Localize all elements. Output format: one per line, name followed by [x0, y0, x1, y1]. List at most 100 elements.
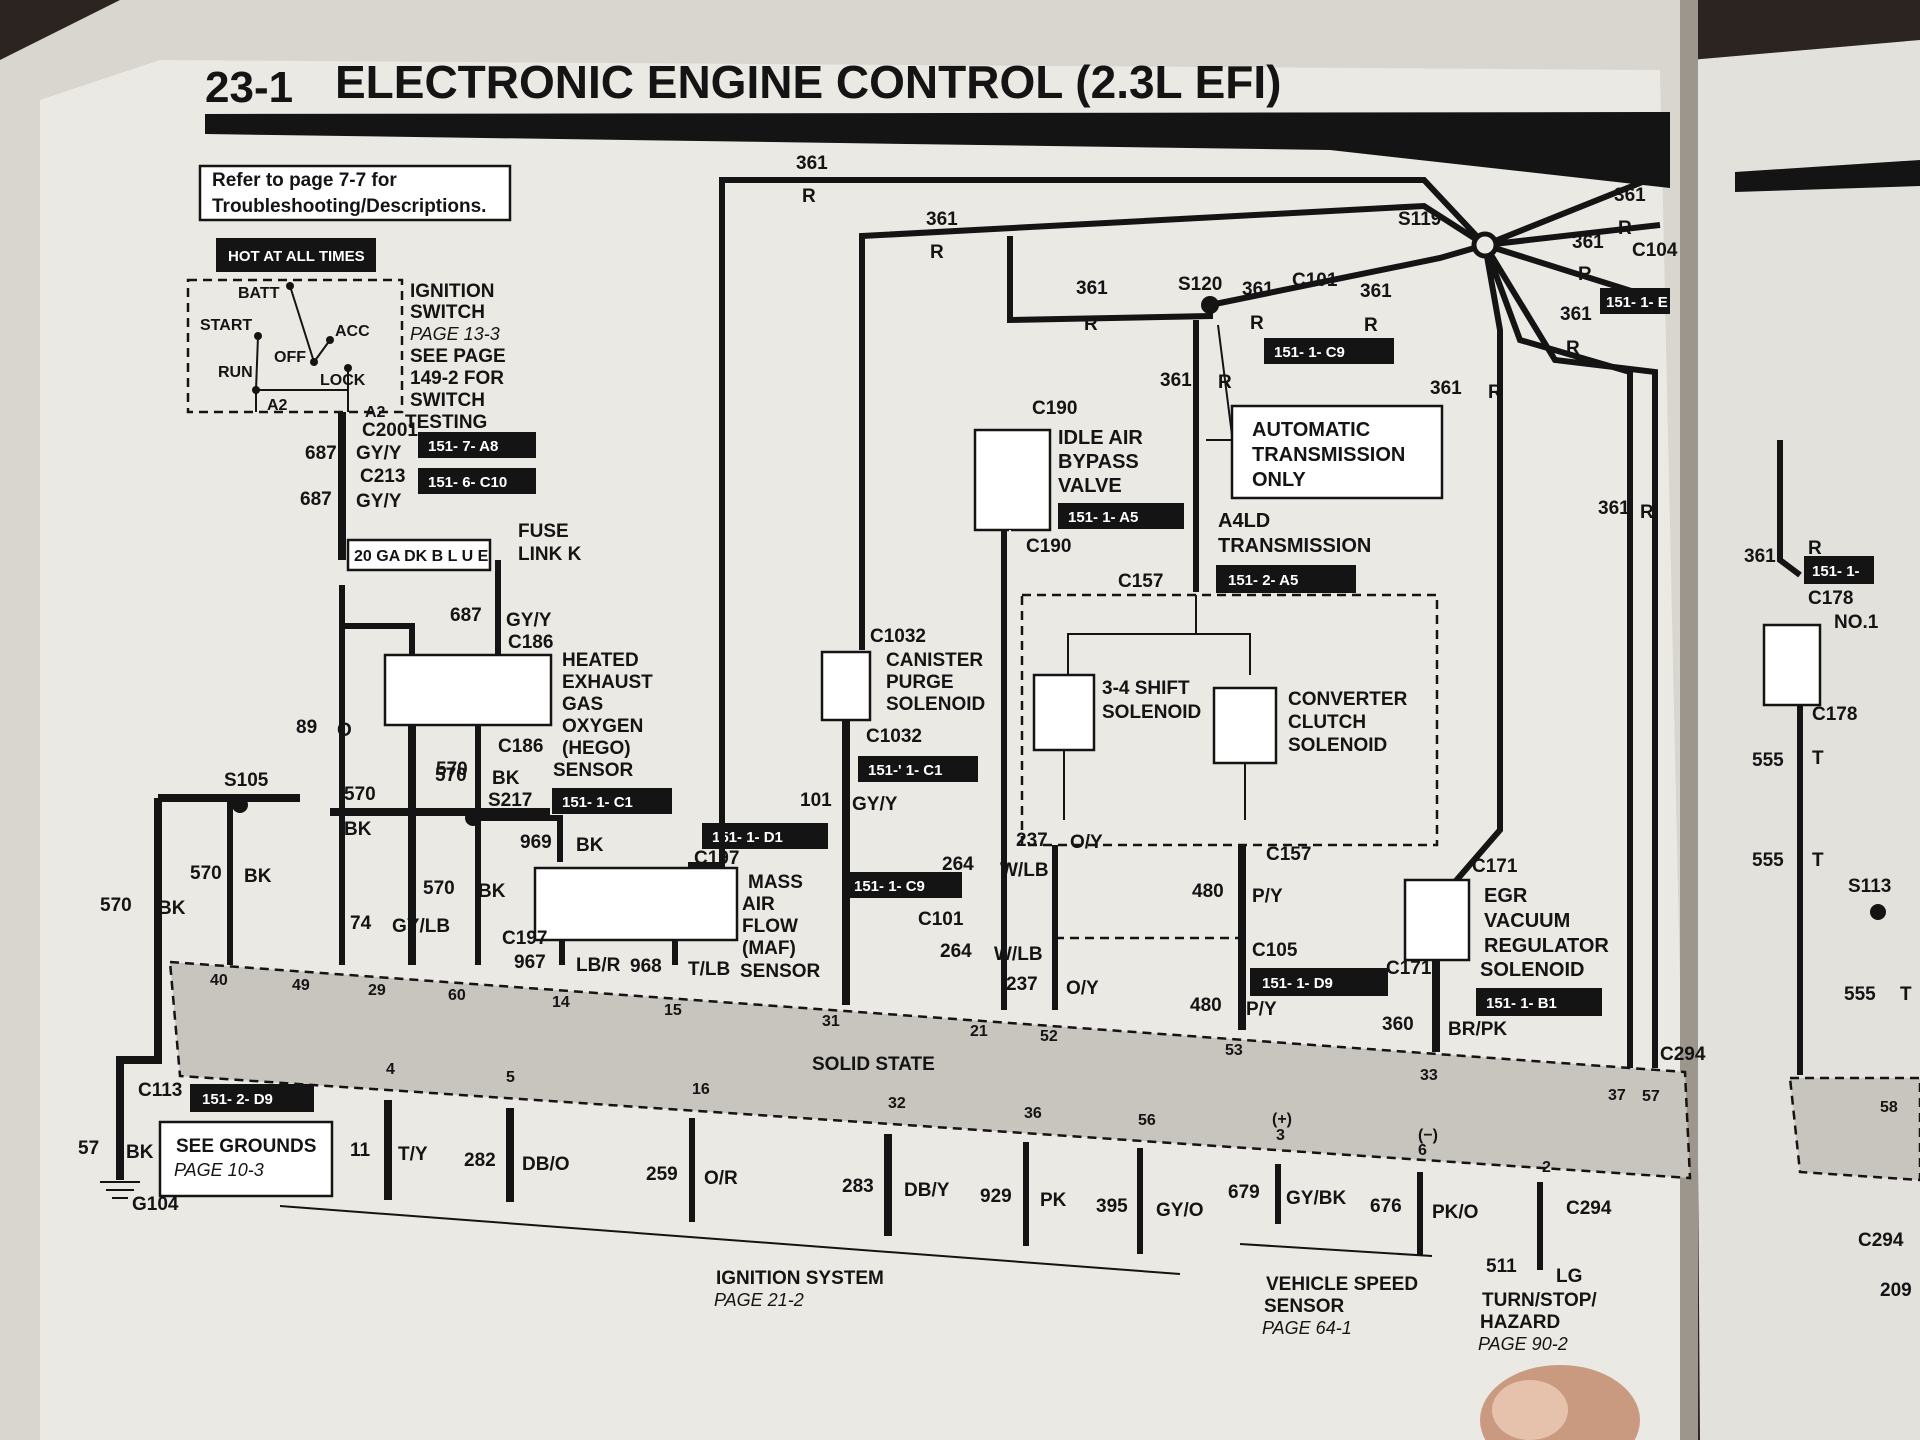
- wire-687-number: 687: [305, 443, 337, 464]
- svg-text:SOLENOID: SOLENOID: [1480, 959, 1584, 981]
- w361-label-r3: 361: [1560, 304, 1592, 325]
- s120-splice: [1201, 296, 1219, 314]
- c157-label-bottom: C157: [1266, 844, 1311, 865]
- s105-label: S105: [224, 770, 269, 791]
- ref-box-c113: [190, 1084, 314, 1112]
- w361-label-4: 361: [1242, 279, 1274, 300]
- rp-solenoid-body: [1762, 623, 1822, 707]
- w361-label-r4: 361: [1430, 378, 1462, 399]
- a4ld-label-2: TRANSMISSION: [1218, 535, 1371, 557]
- iab-valve-label: IDLE AIR BYPASS VALVE: [1058, 427, 1143, 497]
- auto-trans-label: AUTOMATIC TRANSMISSION ONLY: [1252, 419, 1405, 491]
- ref-box-c10: [418, 468, 536, 494]
- wire-264-number: 264: [942, 854, 974, 875]
- pcm-solid-state-module: [168, 960, 1692, 1180]
- wire-679-color: GY/BK: [1286, 1188, 1346, 1209]
- run-label: RUN: [218, 364, 253, 381]
- pcm-pin-numbers-bottom: 4 5 16 32 36 56 (+) 3 (−) 6 2: [386, 1061, 1551, 1176]
- svg-text:EXHAUST: EXHAUST: [562, 672, 653, 693]
- ref-b1: 151- 1- B1: [1486, 995, 1557, 1012]
- c190-label-bottom: C190: [1026, 536, 1071, 557]
- svg-text:IGNITION: IGNITION: [410, 281, 494, 302]
- s119-splice: [1471, 231, 1499, 259]
- wire-480-number-2: 480: [1190, 995, 1222, 1016]
- wire-555-number-3: 555: [1844, 984, 1876, 1005]
- svg-text:FLOW: FLOW: [742, 916, 798, 937]
- c171-label-top: C171: [1472, 856, 1518, 877]
- ref-c9b: 151- 1- C9: [854, 878, 925, 895]
- svg-text:CLUTCH: CLUTCH: [1288, 712, 1366, 733]
- hego-sensor-label: HEATED EXHAUST GAS OXYGEN (HEGO) SENSOR: [553, 650, 653, 781]
- c101-label-top: C101: [1292, 270, 1338, 291]
- auto-trans-box: [1230, 404, 1444, 500]
- ignition-switch-label: IGNITION SWITCH PAGE 13-3 SEE PAGE 149-2…: [405, 281, 506, 433]
- wire-969-number: 969: [520, 832, 552, 853]
- s113-label: S113: [1848, 876, 1891, 897]
- svg-text:VACUUM: VACUUM: [1484, 910, 1570, 932]
- wire-480-number: 480: [1192, 881, 1224, 902]
- svg-text:21: 21: [970, 1023, 988, 1040]
- svg-text:36: 36: [1024, 1105, 1042, 1122]
- ref-cp: 151-' 1- C1: [868, 762, 942, 779]
- c294-label-rp: C294: [1858, 1230, 1904, 1251]
- wire-570-number-1: 570: [190, 863, 222, 884]
- r-label-r2: R: [1578, 264, 1592, 285]
- c197-label-bottom: C197: [502, 928, 547, 949]
- g104-label: G104: [132, 1194, 179, 1215]
- svg-text:CANISTER: CANISTER: [886, 650, 983, 671]
- rp-page-number: 209: [1880, 1280, 1912, 1301]
- wire-555-number-2: 555: [1752, 850, 1784, 871]
- svg-text:(+): (+): [1272, 1111, 1292, 1128]
- svg-text:AIR: AIR: [742, 894, 775, 915]
- wire-74-number: 74: [350, 913, 372, 934]
- w361-label-rp: 361: [1744, 546, 1776, 567]
- rp-pin-58: 58: [1880, 1099, 1898, 1116]
- svg-text:(HEGO): (HEGO): [562, 738, 631, 759]
- wire-929-number: 929: [980, 1186, 1012, 1207]
- header-rule: [205, 112, 1670, 188]
- wire-968-number: 968: [630, 956, 662, 977]
- svg-text:6: 6: [1418, 1142, 1427, 1159]
- ref-box-a5: [1216, 565, 1356, 593]
- svg-text:PURGE: PURGE: [886, 672, 954, 693]
- see-grounds-label: SEE GROUNDS: [176, 1136, 316, 1157]
- c171-label-bottom: C171: [1386, 958, 1432, 979]
- svg-text:TRANSMISSION: TRANSMISSION: [1252, 444, 1405, 466]
- egr-solenoid-body: [1403, 878, 1471, 962]
- wire-967-968: [559, 940, 678, 965]
- wire-570-color-2: BK: [158, 898, 186, 919]
- fuse-link-box: [346, 538, 492, 572]
- ref-box-cp: [858, 756, 978, 782]
- svg-text:5: 5: [506, 1069, 515, 1086]
- svg-text:SOLENOID: SOLENOID: [1288, 735, 1387, 756]
- c178-label-top: C178: [1808, 588, 1853, 609]
- vss-label-2: SENSOR: [1264, 1296, 1345, 1317]
- svg-text:SOLENOID: SOLENOID: [886, 694, 985, 715]
- wire-570-color-1: BK: [244, 866, 272, 887]
- r-label-r5: R: [1640, 502, 1654, 523]
- wire-570-number-3: 570: [344, 784, 376, 805]
- w361-label-6: 361: [1160, 370, 1192, 391]
- a2-label-left: A2: [267, 397, 288, 414]
- svg-text:14: 14: [552, 994, 570, 1011]
- s105-splice: [232, 797, 248, 813]
- s217-label: S217: [488, 790, 532, 811]
- turn-label-2: HAZARD: [1480, 1312, 1560, 1333]
- wire-480-color-2: P/Y: [1246, 999, 1277, 1020]
- svg-text:37: 37: [1608, 1087, 1626, 1104]
- refer-note-line1: Refer to page 7-7 for: [212, 170, 397, 191]
- wire-480-color: P/Y: [1252, 886, 1283, 907]
- wire-555-color-3: T: [1900, 984, 1912, 1005]
- shift-solenoid-body: [1032, 673, 1096, 752]
- ignition-switch-contacts: [252, 282, 352, 412]
- c1032-label-top: C1032: [870, 626, 926, 647]
- svg-text:49: 49: [292, 977, 310, 994]
- svg-text:149-2 FOR: 149-2 FOR: [410, 368, 504, 389]
- svg-text:52: 52: [1040, 1028, 1058, 1045]
- wire-264-color: W/LB: [1000, 860, 1049, 881]
- lock-label: LOCK: [320, 372, 366, 389]
- wire-676-number: 676: [1370, 1196, 1402, 1217]
- wire-395-color: GY/O: [1156, 1200, 1204, 1221]
- shift-solenoid-label-2: SOLENOID: [1102, 702, 1201, 723]
- wire-11-color: T/Y: [398, 1144, 428, 1165]
